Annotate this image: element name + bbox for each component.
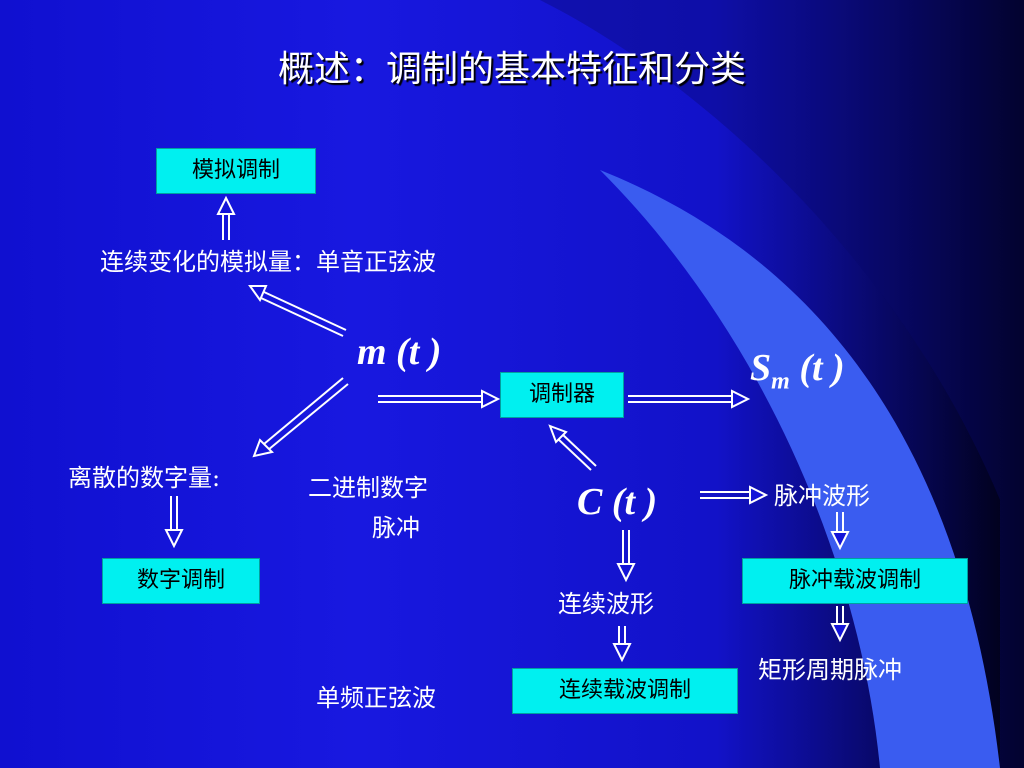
single-freq-sine-label: 单频正弦波 <box>316 684 436 712</box>
s-subscript: m <box>771 368 790 395</box>
continuous-carrier-modulation-box: 连续载波调制 <box>512 668 738 714</box>
arrow-to-analog-mod <box>216 195 236 240</box>
m-t-signal: m (t ) <box>357 331 442 373</box>
arrow-mt-to-modulator <box>378 389 501 409</box>
arrow-ct-to-modulator <box>548 424 597 471</box>
continuous-analog-label: 连续变化的模拟量：单音正弦波 <box>100 248 436 276</box>
rect-periodic-pulse-label: 矩形周期脉冲 <box>758 656 902 684</box>
continuous-waveform-label: 连续波形 <box>558 590 654 618</box>
arrow-to-pulse-carrier-mod <box>830 512 850 551</box>
binary-pulse-label: 脉冲 <box>372 514 420 542</box>
s-symbol: S <box>750 347 772 389</box>
pulse-waveform-label: 脉冲波形 <box>774 482 870 510</box>
s-argument: (t ) <box>799 347 845 389</box>
s-m-t-output: Sm (t ) <box>750 346 845 396</box>
digital-modulation-box: 数字调制 <box>102 558 260 604</box>
arrow-ct-to-pulse <box>700 485 769 505</box>
discrete-digital-label: 离散的数字量: <box>68 464 221 492</box>
arrow-to-digital-mod <box>164 496 184 549</box>
modulator-box: 调制器 <box>500 372 624 418</box>
arrow-modulator-to-output <box>628 389 751 409</box>
binary-digital-label: 二进制数字 <box>308 474 428 502</box>
arrow-to-continuous-carrier-mod <box>612 626 632 663</box>
arrow-mt-to-analog <box>248 285 347 337</box>
pulse-carrier-modulation-box: 脉冲载波调制 <box>742 558 968 604</box>
arrow-to-rect-pulse <box>830 606 850 643</box>
c-t-carrier: C (t ) <box>577 481 658 523</box>
slide-title: 概述：调制的基本特征和分类 <box>277 49 746 90</box>
arrow-mt-to-digital <box>252 377 349 458</box>
analog-modulation-box: 模拟调制 <box>156 148 316 194</box>
arrow-ct-to-continuous <box>616 530 636 583</box>
